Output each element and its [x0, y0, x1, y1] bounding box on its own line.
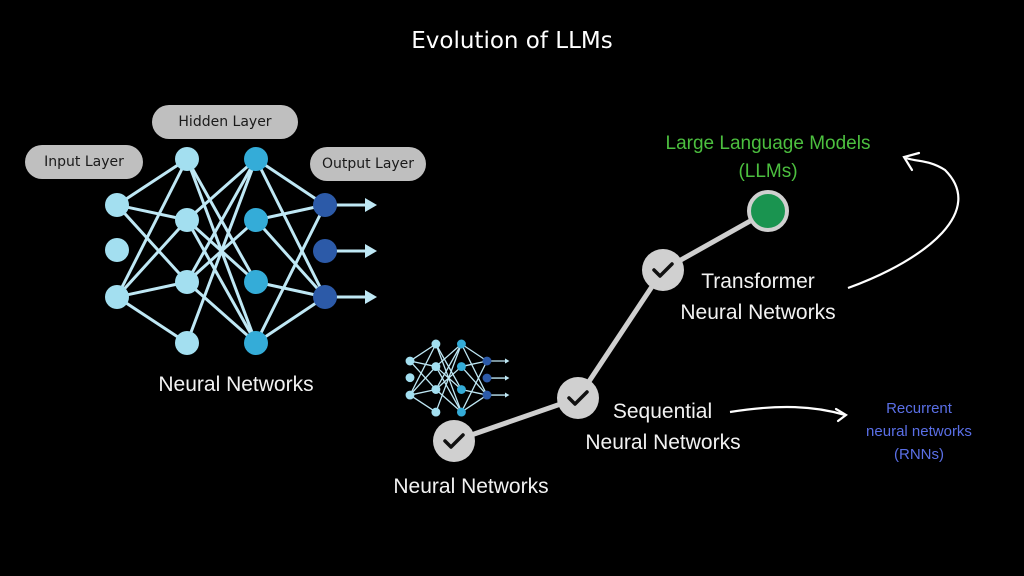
mini-nn-output-node: [482, 373, 492, 383]
rnn-arrow: [729, 405, 846, 417]
nn-edge: [255, 295, 326, 345]
arrow-head-icon: [834, 407, 848, 423]
mini-nn-hidden1-node: [431, 407, 441, 417]
mini-nn-edge: [460, 360, 488, 413]
nn-edge: [115, 203, 189, 284]
nn-hidden2-node: [244, 147, 268, 171]
nn-edge: [115, 218, 189, 299]
neural-networks-caption: Neural Networks: [158, 373, 314, 396]
mini-nn-edge: [409, 360, 437, 390]
arrow-head-icon: [902, 151, 921, 172]
nn-edge: [185, 219, 258, 344]
nn-edge: [186, 157, 257, 222]
mini-nn-edge: [435, 366, 462, 413]
nn-hidden1-node: [175, 147, 199, 171]
mini-nn-edge: [409, 366, 437, 396]
check-icon: [567, 390, 589, 406]
nn-arrow-head-icon: [365, 290, 377, 304]
nn-edge: [186, 280, 257, 345]
mini-nn-edge: [460, 366, 488, 396]
nn-edge: [185, 218, 258, 284]
mini-nn-output-node: [482, 356, 492, 366]
stage-node: [433, 420, 475, 462]
nn-output-node: [313, 193, 337, 217]
mini-nn-output-node: [482, 390, 492, 400]
stage-label-llm-line2: (LLMs): [738, 161, 798, 182]
stage-node: [557, 377, 599, 419]
nn-edge: [254, 204, 327, 344]
nn-output-node: [313, 285, 337, 309]
mini-nn-edge: [435, 366, 462, 390]
mini-nn-arrow-head-icon: [504, 392, 510, 398]
input-layer-label: Input Layer: [25, 145, 143, 179]
mini-nn-input-node: [405, 373, 415, 383]
timeline-connector: [453, 395, 579, 444]
hidden-layer-label: Hidden Layer: [152, 105, 298, 139]
mini-nn-hidden2-node: [456, 362, 466, 372]
nn-edge: [255, 157, 326, 207]
stage-label-llm-line1: Large Language Models: [665, 133, 871, 154]
nn-edge: [254, 218, 327, 299]
rnn-annotation-line1: Recurrent: [886, 400, 952, 417]
mini-nn-edge: [435, 389, 462, 413]
nn-arrow-head-icon: [365, 198, 377, 212]
page-title: Evolution of LLMs: [411, 28, 613, 54]
mini-nn-edge: [460, 343, 488, 396]
stage-label-neural-networks: Neural Networks: [393, 475, 549, 498]
mini-nn-input-node: [405, 356, 415, 366]
curved-arrow: [847, 156, 960, 290]
stage-label-sequential-line1: Sequential: [612, 400, 713, 423]
stage-label-transformer-line1: Transformer: [701, 270, 815, 293]
mini-nn-hidden1-node: [431, 362, 441, 372]
stage-label-sequential-line2: Neural Networks: [585, 431, 741, 454]
mini-nn-edge: [409, 343, 437, 396]
nn-hidden2-node: [244, 208, 268, 232]
nn-hidden2-node: [244, 270, 268, 294]
mini-nn-edge: [461, 343, 488, 362]
mini-nn-arrow-head-icon: [504, 375, 510, 381]
check-icon: [443, 433, 465, 449]
nn-edge: [115, 158, 189, 298]
rnn-annotation-line2: neural networks: [866, 423, 972, 440]
mini-nn-edge: [461, 394, 488, 413]
rnn-annotation-line3: (RNNs): [894, 446, 944, 463]
current-stage-node: [747, 190, 789, 232]
mini-nn-hidden1-node: [431, 385, 441, 394]
output-layer-label: Output Layer: [310, 147, 426, 181]
nn-output-node: [313, 239, 337, 263]
stage-label-transformer-line2: Neural Networks: [680, 301, 836, 324]
nn-hidden1-node: [175, 208, 199, 232]
mini-nn-arrow-head-icon: [504, 358, 510, 364]
nn-input-node: [105, 285, 129, 309]
mini-nn-edge: [409, 343, 437, 362]
nn-edge: [116, 295, 188, 345]
mini-nn-hidden2-node: [456, 385, 466, 394]
nn-input-node: [105, 238, 129, 262]
mini-nn-hidden2-node: [456, 339, 466, 349]
check-icon: [652, 262, 674, 278]
mini-nn-edge: [409, 394, 437, 413]
mini-nn-hidden2-node: [456, 407, 466, 417]
nn-hidden2-node: [244, 331, 268, 355]
mini-nn-edge: [435, 343, 462, 390]
stage-node: [642, 249, 684, 291]
mini-nn-edge: [435, 343, 462, 368]
nn-edge: [116, 157, 188, 207]
nn-hidden1-node: [175, 331, 199, 355]
nn-edge: [254, 158, 327, 298]
timeline-connector: [575, 268, 666, 400]
nn-input-node: [105, 193, 129, 217]
mini-nn-input-node: [405, 390, 415, 400]
mini-nn-hidden1-node: [431, 339, 441, 349]
nn-hidden1-node: [175, 270, 199, 294]
nn-arrow-head-icon: [365, 244, 377, 258]
nn-edge: [185, 158, 258, 283]
